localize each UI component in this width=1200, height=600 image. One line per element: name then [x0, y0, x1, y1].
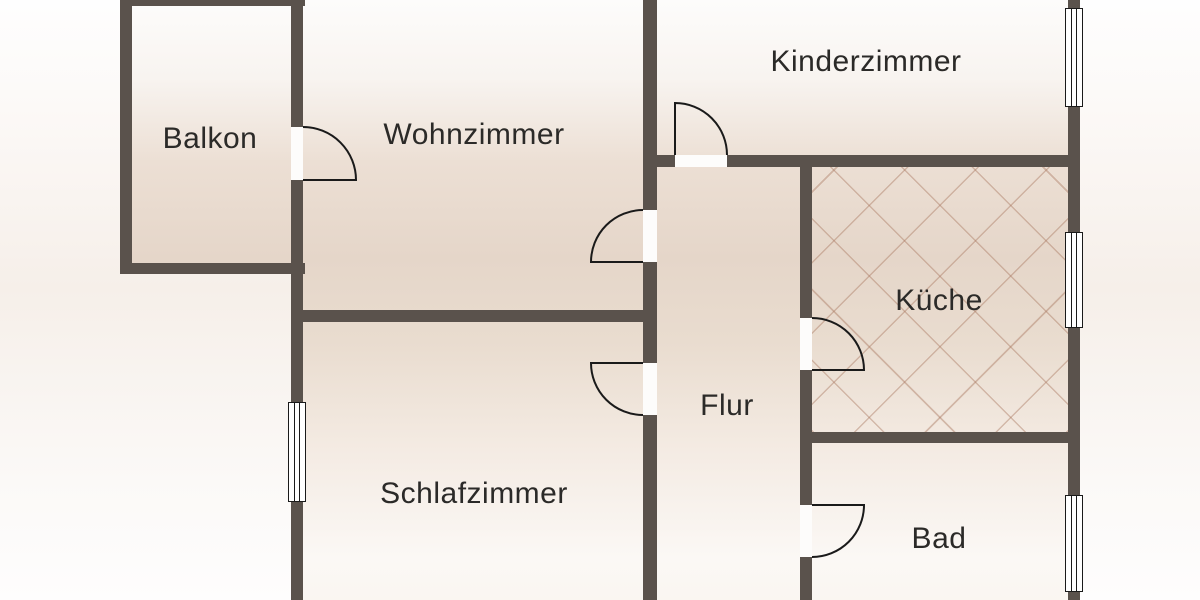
room-label-bad: Bad — [911, 522, 967, 555]
room-flur — [657, 167, 800, 600]
window-bad-icon — [1065, 495, 1083, 592]
wall-kinderzimmer-south — [657, 155, 1068, 167]
wall-west — [291, 0, 303, 600]
room-label-kinderzimmer: Kinderzimmer — [770, 45, 962, 78]
window-schlafzimmer-icon — [288, 402, 306, 502]
door-gap-balkon — [291, 127, 303, 180]
room-label-balkon: Balkon — [162, 122, 258, 155]
wall-balkon-bottom — [120, 263, 305, 274]
wall-kueche-west — [800, 167, 812, 600]
door-gap-schlafzimmer — [643, 363, 657, 415]
wall-balkon-left — [120, 0, 132, 274]
window-pane — [294, 403, 300, 501]
room-label-kueche: Küche — [895, 284, 983, 317]
room-schlafzimmer — [303, 322, 643, 600]
room-label-wohnzimmer: Wohnzimmer — [383, 118, 565, 151]
room-label-flur: Flur — [700, 389, 754, 422]
window-pane — [1071, 496, 1077, 591]
room-balkon — [132, 6, 291, 263]
window-pane — [1071, 9, 1077, 106]
window-kueche-icon — [1065, 232, 1083, 328]
wall-balkon-top — [120, 0, 305, 6]
door-gap-wohnzimmer — [643, 210, 657, 262]
window-kinderzimmer-icon — [1065, 8, 1083, 107]
door-gap-bad — [800, 505, 812, 557]
wall-central — [643, 0, 657, 600]
door-gap-kinderzimmer — [675, 155, 727, 167]
room-label-schlafzimmer: Schlafzimmer — [380, 477, 568, 510]
room-kueche — [812, 167, 1068, 432]
wall-wohnzimmer-schlafzimmer — [303, 310, 643, 322]
wall-kueche-bad — [812, 432, 1068, 443]
door-gap-kueche — [800, 318, 812, 370]
window-pane — [1071, 233, 1077, 327]
room-wohnzimmer — [303, 0, 643, 310]
